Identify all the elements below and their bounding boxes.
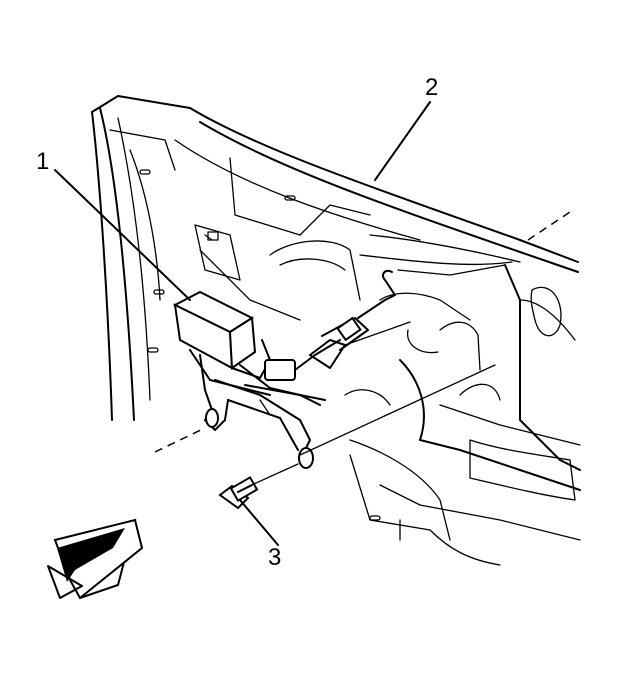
actuator-rod <box>309 269 396 369</box>
door-frame-pillar <box>91 95 191 421</box>
module-component <box>172 290 341 406</box>
front-direction-arrow-icon <box>47 518 144 600</box>
callout-number-2: 2 <box>425 74 439 101</box>
dash-structure-right <box>344 264 581 566</box>
inner-bracket <box>194 224 361 321</box>
instrument-panel-upper <box>174 107 579 276</box>
leader-lines <box>54 101 431 546</box>
mounting-bracket <box>199 354 326 469</box>
bolt-fastener <box>218 476 259 510</box>
callout-number-1: 1 <box>36 148 50 175</box>
callout-number-3: 3 <box>268 544 282 571</box>
